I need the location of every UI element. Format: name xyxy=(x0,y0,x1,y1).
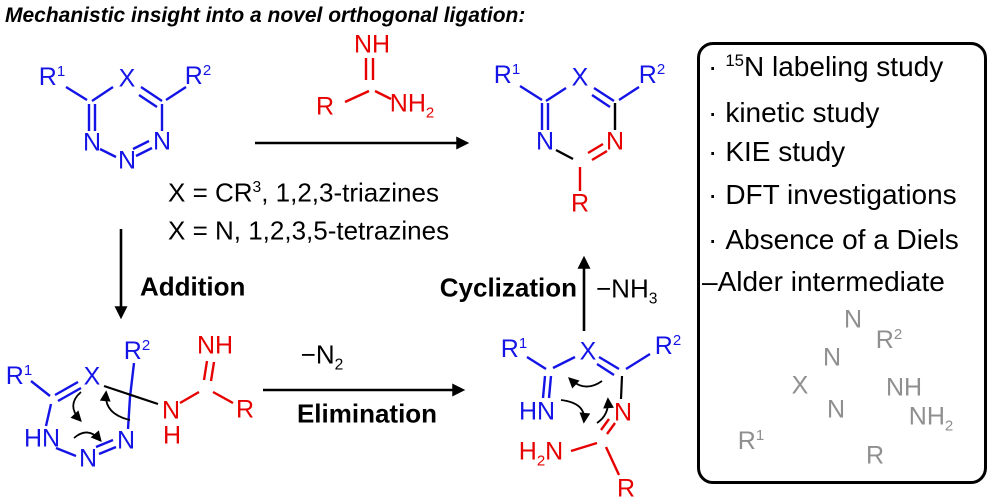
openchain-mechanism-arrows xyxy=(560,377,614,424)
openchain-r-red-label: R xyxy=(616,474,636,503)
product-n-right-label: N xyxy=(605,127,625,156)
amidine-nh-label: NH xyxy=(353,30,391,59)
bicyclic-r1-label: R1 xyxy=(737,426,765,456)
tetrazine-r2-label: R2 xyxy=(184,61,212,91)
scheme-title: Mechanistic insight into a novel orthogo… xyxy=(5,4,526,27)
tetrazine-n-mid-label: N xyxy=(117,146,137,175)
reaction-arrows xyxy=(114,136,591,397)
product-bonds xyxy=(519,84,640,191)
openchain-x-label: X xyxy=(579,337,597,366)
openchain-bonds xyxy=(526,352,651,476)
amidine-nh2-label: NH2 xyxy=(389,89,435,122)
adduct-n-right-label: N xyxy=(116,426,136,455)
bicyclic-x-label: X xyxy=(791,371,809,400)
adduct-bonds xyxy=(30,360,234,458)
adduct-hn-label: HN xyxy=(23,424,61,453)
openchain-h2n-label: H2N xyxy=(518,437,564,470)
summary-item-n15: ·15N labeling study xyxy=(708,50,944,83)
adduct-nh-red-label: NH xyxy=(196,331,234,360)
addition-label: Addition xyxy=(140,271,246,302)
product-r1-label: R1 xyxy=(493,60,521,90)
summary-box xyxy=(697,42,987,484)
bicyclic-n-center-label: N xyxy=(826,395,846,424)
product-r-label: R xyxy=(570,189,590,218)
adduct-n-mid-label: N xyxy=(78,444,98,473)
product-r2-label: R2 xyxy=(638,60,666,90)
bicyclic-n-top-label: N xyxy=(843,305,863,334)
product-n-left-label: N xyxy=(535,127,555,156)
condition-line-1: X = CR3, 1,2,3-triazines xyxy=(168,177,439,208)
adduct-r-red-label: R xyxy=(235,395,255,424)
tetrazine-x-label: X xyxy=(118,64,136,93)
amidine-bonds xyxy=(344,58,392,104)
minus-n2-label: −N2 xyxy=(300,339,344,374)
openchain-r1-label: R1 xyxy=(500,334,528,364)
summary-item-absence-line2: –Alder intermediate xyxy=(702,266,945,297)
adduct-h-red-label: H xyxy=(162,421,182,450)
bicyclic-nh2-label: NH2 xyxy=(908,402,954,435)
condition-line-2: X = N, 1,2,3,5-tetrazines xyxy=(168,215,450,246)
tetrazine-r1-label: R1 xyxy=(38,62,66,92)
product-x-label: X xyxy=(571,63,589,92)
openchain-r2-label: R2 xyxy=(654,331,682,361)
bicyclic-n-mid-label: N xyxy=(822,343,842,372)
minus-nh3-label: −NH3 xyxy=(596,273,658,308)
adduct-n-red-label: N xyxy=(161,396,181,425)
tetrazine-n-right-label: N xyxy=(152,127,172,156)
summary-item-absence-line1: ·Absence of a Diels xyxy=(708,224,959,255)
cyclization-label: Cyclization xyxy=(439,272,577,303)
adduct-r1-label: R1 xyxy=(5,361,33,391)
summary-item-dft: ·DFT investigations xyxy=(708,179,957,210)
bicyclic-r-label: R xyxy=(865,441,885,470)
elimination-label: Elimination xyxy=(296,398,438,429)
openchain-hn-label: HN xyxy=(518,397,556,426)
tetrazine-bonds xyxy=(65,85,187,159)
summary-item-kinetic: ·kinetic study xyxy=(708,97,880,128)
summary-item-kie: ·KIE study xyxy=(708,136,846,167)
adduct-r2-label: R2 xyxy=(123,336,151,366)
openchain-n-red-label: N xyxy=(613,398,633,427)
adduct-x-label: X xyxy=(83,362,101,391)
adduct-mechanism-arrows xyxy=(70,390,131,443)
tetrazine-n-left-label: N xyxy=(82,128,102,157)
amidine-r-label: R xyxy=(315,92,335,121)
bicyclic-r2-label: R2 xyxy=(875,325,903,355)
bicyclic-nh-label: NH xyxy=(885,373,923,402)
